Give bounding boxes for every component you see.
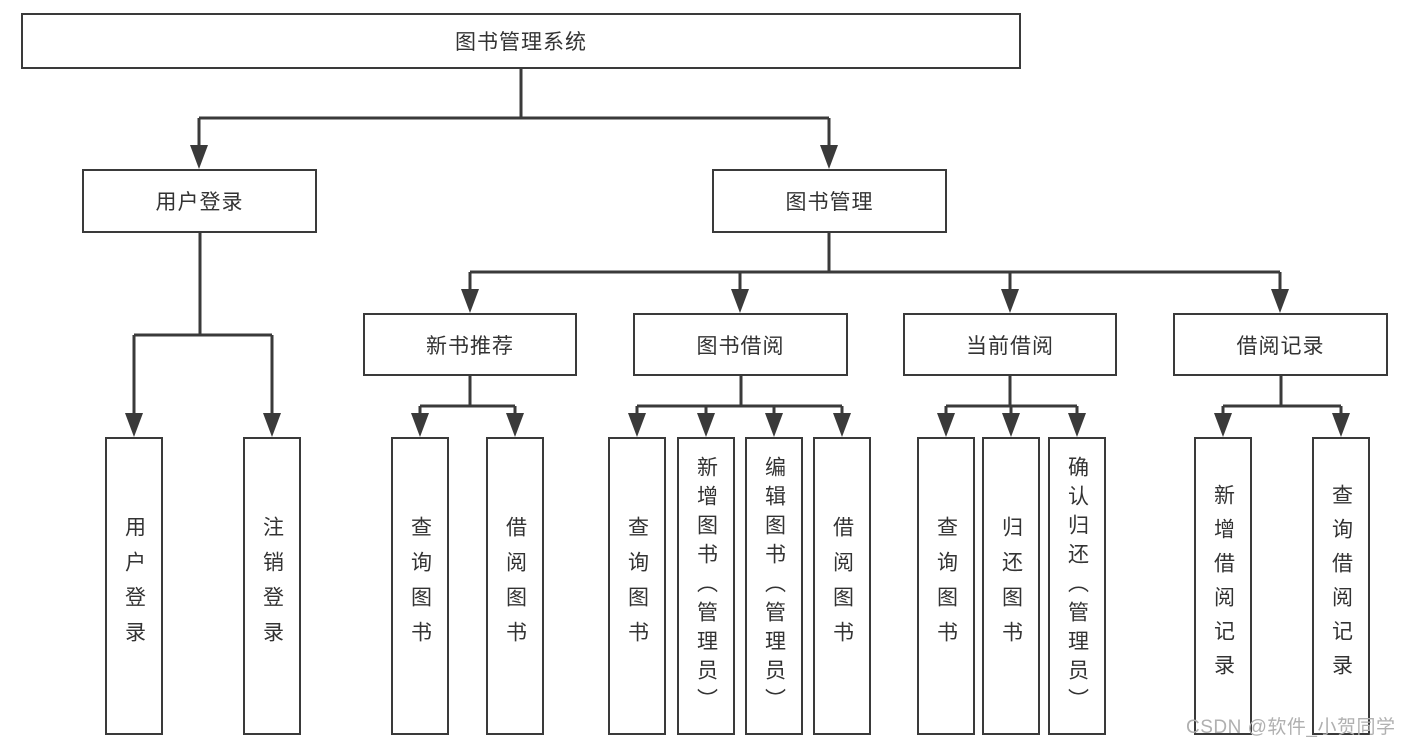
node-current-borrowing-label: 当前借阅	[966, 334, 1054, 358]
node-borrowing-records-label: 借阅记录	[1236, 334, 1325, 358]
arrow-down-icon	[731, 289, 749, 313]
leaf-user-login: 用户登录	[105, 437, 163, 735]
arrow-down-icon	[1214, 413, 1232, 437]
leaf-cb-query-books: 查询图书	[917, 437, 975, 735]
leaf-cb-confirm-return-admin: 确认归还（管理员）	[1048, 437, 1106, 735]
leaf-nb-borrow-books-label: 借阅图书	[503, 516, 527, 656]
leaf-br-query-record-label: 查询借阅记录	[1329, 484, 1353, 688]
arrow-down-icon	[937, 413, 955, 437]
node-user-login: 用户登录	[82, 169, 317, 233]
arrow-down-icon	[411, 413, 429, 437]
connector-current-borrowing-to-leaves	[944, 376, 1079, 415]
leaf-cb-query-books-label: 查询图书	[934, 516, 958, 656]
arrow-down-icon	[833, 413, 851, 437]
leaf-user-login-label: 用户登录	[122, 516, 146, 656]
leaf-br-query-record: 查询借阅记录	[1312, 437, 1370, 735]
node-new-book-recommendation: 新书推荐	[363, 313, 577, 376]
node-book-management: 图书管理	[712, 169, 947, 233]
watermark: CSDN @软件_小贺同学	[1186, 717, 1396, 738]
node-root: 图书管理系统	[21, 13, 1021, 69]
leaf-br-add-record: 新增借阅记录	[1194, 437, 1252, 735]
leaf-bb-edit-books-admin-label: 编辑图书（管理员）	[762, 455, 786, 717]
connector-user-login-to-leaves	[132, 233, 274, 415]
arrow-down-icon	[697, 413, 715, 437]
arrow-down-icon	[765, 413, 783, 437]
leaf-bb-borrow-books-label: 借阅图书	[830, 516, 854, 656]
leaf-bb-borrow-books: 借阅图书	[813, 437, 871, 735]
arrow-down-icon	[820, 145, 838, 169]
arrow-down-icon	[1002, 413, 1020, 437]
leaf-bb-query-books: 查询图书	[608, 437, 666, 735]
connector-borrowing-records-to-leaves	[1221, 376, 1343, 415]
arrow-down-icon	[1068, 413, 1086, 437]
leaf-nb-query-books: 查询图书	[391, 437, 449, 735]
leaf-cb-return-books-label: 归还图书	[999, 516, 1023, 656]
arrow-down-icon	[1001, 289, 1019, 313]
leaf-br-add-record-label: 新增借阅记录	[1211, 484, 1235, 688]
node-book-borrowing: 图书借阅	[633, 313, 848, 376]
connector-book-management-to-level3	[468, 233, 1282, 291]
node-new-book-recommendation-label: 新书推荐	[426, 334, 514, 358]
arrow-down-icon	[461, 289, 479, 313]
arrow-down-icon	[628, 413, 646, 437]
node-current-borrowing: 当前借阅	[903, 313, 1117, 376]
node-borrowing-records: 借阅记录	[1173, 313, 1388, 376]
leaf-bb-edit-books-admin: 编辑图书（管理员）	[745, 437, 803, 735]
node-book-borrowing-label: 图书借阅	[696, 334, 785, 358]
leaf-logout: 注销登录	[243, 437, 301, 735]
node-root-label: 图书管理系统	[455, 31, 587, 54]
connector-root-to-level2	[197, 69, 831, 147]
connector-new-book-to-leaves	[418, 376, 517, 415]
leaf-cb-confirm-return-admin-label: 确认归还（管理员）	[1065, 455, 1089, 717]
leaf-bb-add-books-admin-label: 新增图书（管理员）	[694, 455, 718, 717]
node-book-management-label: 图书管理	[785, 191, 874, 214]
node-user-login-label: 用户登录	[155, 191, 244, 214]
leaf-bb-query-books-label: 查询图书	[625, 516, 649, 656]
arrow-down-icon	[125, 413, 143, 437]
arrow-down-icon	[1271, 289, 1289, 313]
leaf-cb-return-books: 归还图书	[982, 437, 1040, 735]
leaf-nb-borrow-books: 借阅图书	[486, 437, 544, 735]
arrow-down-icon	[190, 145, 208, 169]
leaf-nb-query-books-label: 查询图书	[408, 516, 432, 656]
leaf-logout-label: 注销登录	[260, 516, 284, 656]
leaf-bb-add-books-admin: 新增图书（管理员）	[677, 437, 735, 735]
connector-book-borrowing-to-leaves	[635, 376, 844, 415]
arrow-down-icon	[1332, 413, 1350, 437]
arrow-down-icon	[506, 413, 524, 437]
arrow-down-icon	[263, 413, 281, 437]
